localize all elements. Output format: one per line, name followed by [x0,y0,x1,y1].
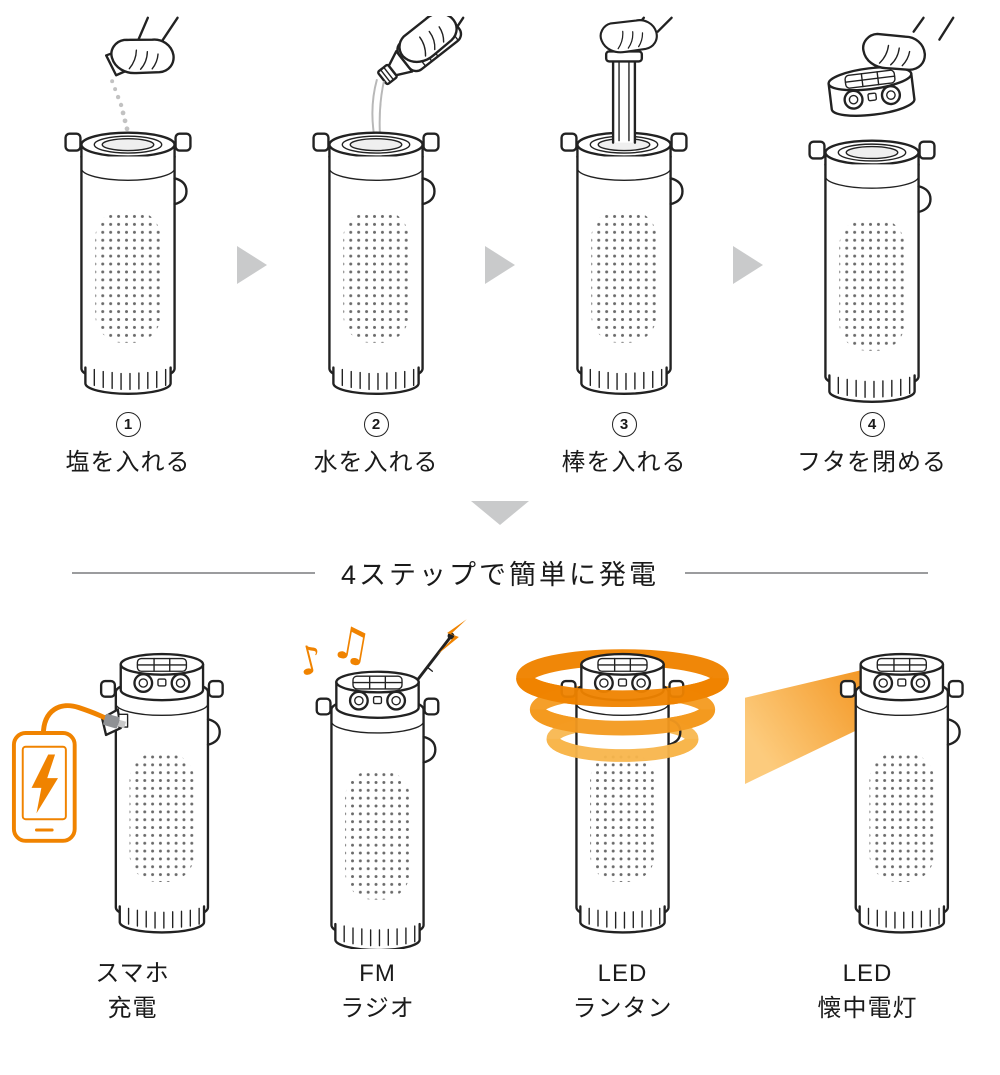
step-2: 2 水を入れる [267,16,485,477]
feature-led-flashlight: LED 懐中電灯 [745,614,990,1027]
step-4-number: 4 [859,412,885,437]
feature-fm-radio: ♪ ♫ FM ラジオ [255,614,500,1027]
step-1: 1 塩を入れる [19,16,237,477]
salt-stream-icon [110,79,131,139]
feature-3-label: LED ランタン [572,960,673,1022]
close-lid-hand-icon [856,16,955,84]
music-note-icon: ♪ [293,636,328,686]
step-3-label: 棒を入れる [561,449,687,476]
usb-plug-icon [103,713,127,729]
insert-rod-hand-icon [596,16,673,61]
step-3-illustration [560,16,688,396]
charging-bolt-icon [31,754,59,814]
step-2-illustration [312,16,466,396]
section-divider: 4ステップで簡単に発電 [0,553,1000,592]
feature-4-illustration [745,614,990,949]
step-3-number: 3 [611,412,637,437]
feature-led-lantern: LED ランタン [500,614,745,1027]
music-note-icon: ♫ [327,615,376,674]
features-row: スマホ 充電 ♪ ♫ FM ラジオ [0,614,1000,1027]
step-1-caption: 1 塩を入れる [66,412,191,477]
step-1-label: 塩を入れる [65,449,191,476]
step-4-illustration [808,16,955,403]
arrow-right-icon [237,246,267,284]
divider-line-right [685,571,928,574]
step-3-caption: 3 棒を入れる [562,412,687,477]
generator-device-open [312,131,440,396]
feature-4-label: LED 懐中電灯 [817,960,918,1022]
smartphone-icon [11,731,77,843]
step-2-number: 2 [363,412,389,437]
step-4-caption: 4 フタを閉める [797,412,947,477]
arrow-right-icon [485,246,515,284]
step-4: 4 フタを閉める [763,16,981,477]
generator-device-closed [841,654,963,932]
generator-device-closed [317,672,439,949]
generator-device-open [64,131,192,396]
step-3: 3 棒を入れる [515,16,733,477]
lantern-lid-icon [826,62,917,121]
pour-salt-hand-icon [105,16,180,86]
lantern-glow-front-icon [516,675,729,762]
step-1-number: 1 [115,412,141,437]
feature-smartphone-charging: スマホ 充電 [10,614,255,1027]
arrow-right-icon [733,246,763,284]
hold-bottle-hand-icon [390,16,466,69]
section-heading: 4ステップで簡単に発電 [340,560,660,590]
generator-device-open [808,139,936,403]
feature-1-label: スマホ 充電 [95,960,170,1022]
step-2-label: 水を入れる [313,449,439,476]
step-2-caption: 2 水を入れる [314,412,439,477]
feature-2-illustration: ♪ ♫ [293,615,467,949]
steps-row: 1 塩を入れる [0,0,1000,477]
arrow-down-icon [471,501,529,525]
step-4-label: フタを閉める [797,449,947,476]
feature-2-label: FM ラジオ [340,960,415,1022]
step-1-illustration [64,16,192,396]
divider-line-left [72,571,315,574]
generator-device-closed [101,654,223,932]
feature-1-illustration [11,614,255,949]
generator-device-open [560,131,688,396]
water-stream-icon [371,78,385,135]
feature-3-illustration [516,649,729,949]
